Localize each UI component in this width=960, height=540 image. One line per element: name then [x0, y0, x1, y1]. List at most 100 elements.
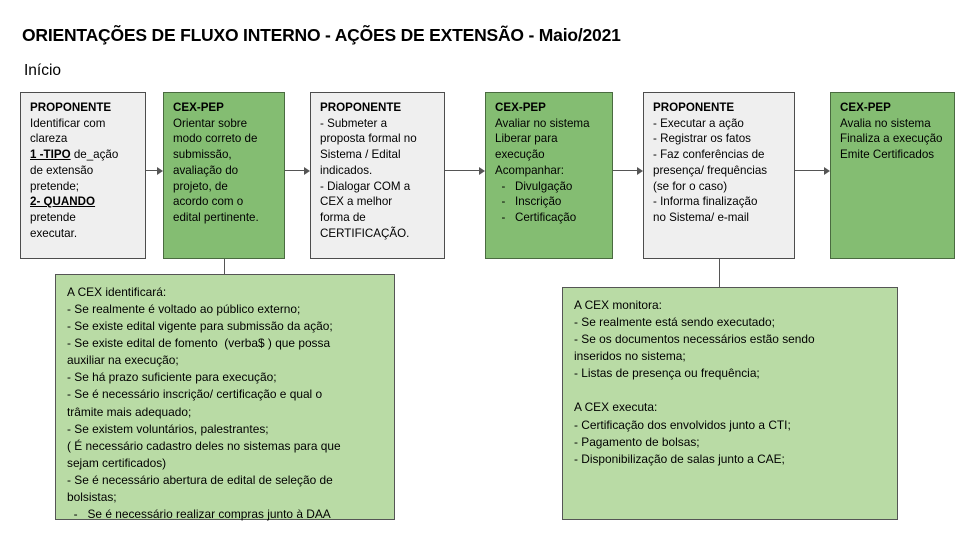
node-header: CEX-PEP: [495, 101, 546, 114]
text-line: Emite Certificados: [840, 148, 935, 162]
text-line: de extensão: [30, 163, 94, 177]
text-line: Identificar com: [30, 116, 106, 130]
node-header: PROPONENTE: [320, 101, 402, 114]
node-proponente-1[interactable]: PROPONENTE Identificar com clareza 1 -TIPO…: [20, 92, 146, 259]
text-line: no Sistema/ e-mail: [653, 210, 750, 224]
text-line: pretende;: [30, 179, 79, 193]
page-title: ORIENTAÇÕES DE FLUXO INTERNO - AÇÕES DE …: [22, 25, 621, 45]
text-line: edital pertinente.: [173, 210, 259, 224]
text-line: - Informa finalização: [653, 195, 758, 209]
text-line: Avalia no sistema: [840, 116, 931, 130]
text-line: - Divulgação: [495, 179, 573, 193]
connector-5-to-6: [795, 170, 824, 171]
text-line: bolsistas;: [67, 489, 117, 504]
text-line: - Submeter a: [320, 116, 388, 130]
text-line: pretende: [30, 210, 76, 224]
note-body: A CEX monitora: - Se realmente está sendo…: [574, 297, 887, 468]
text-line: A CEX identificará:: [67, 285, 167, 299]
text-line: 1 -TIPO de_ação: [30, 148, 119, 162]
text-line: - Se os documentos necessários estão sen…: [574, 332, 815, 347]
text-line: - Listas de presença ou frequência;: [574, 366, 760, 381]
text-line: execução: [495, 148, 545, 162]
arrowhead-4-to-5: [637, 167, 643, 175]
arrowhead-5-to-6: [824, 167, 830, 175]
node-body: - Executar a ação - Registrar os fatos - F…: [653, 116, 786, 226]
text-line: - Se existe edital vigente para submissã…: [67, 319, 333, 334]
node-header: PROPONENTE: [653, 101, 735, 114]
text-line: proposta formal no: [320, 132, 417, 146]
text-line: - Se é necessário realizar compras junto…: [67, 507, 331, 522]
text-line: - Executar a ação: [653, 116, 744, 130]
connector-cexpep1-to-note1: [224, 259, 225, 274]
note-cex-monitora[interactable]: A CEX monitora: - Se realmente está sendo…: [562, 287, 898, 520]
text-line: [574, 382, 887, 399]
text-line: Acompanhar:: [495, 163, 564, 177]
text-line: - Se realmente é voltado ao público exte…: [67, 302, 301, 317]
text-line: - Dialogar COM a: [320, 179, 411, 193]
text-line: Sistema / Edital: [320, 148, 401, 162]
text-line: - Faz conferências de: [653, 148, 765, 162]
text-line: CERTIFICAÇÃO.: [320, 226, 410, 240]
arrowhead-3-to-4: [479, 167, 485, 175]
arrowhead-1-to-2: [157, 167, 163, 175]
text-line: acordo com o: [173, 195, 244, 209]
node-header: CEX-PEP: [840, 101, 891, 114]
text-line: inseridos no sistema;: [574, 349, 686, 364]
node-header: PROPONENTE: [30, 101, 112, 114]
text-line: CEX a melhor: [320, 195, 393, 209]
text-line: A CEX executa:: [574, 400, 658, 415]
connector-proponente3-to-note2: [719, 259, 720, 287]
text-line: forma de: [320, 210, 366, 224]
text-line: Liberar para: [495, 132, 558, 146]
node-proponente-2[interactable]: PROPONENTE - Submeter a proposta formal n…: [310, 92, 445, 259]
text-line: - Se realmente está sendo executado;: [574, 315, 775, 330]
text-line: indicados.: [320, 163, 373, 177]
text-line: modo correto de: [173, 132, 258, 146]
text-line: projeto, de: [173, 179, 228, 193]
node-body: - Submeter a proposta formal no Sistema / …: [320, 116, 436, 242]
text-line: - Certificação: [495, 210, 577, 224]
node-cexpep-1[interactable]: CEX-PEP Orientar sobre modo correto de sub…: [163, 92, 285, 259]
start-label: Início: [24, 62, 62, 79]
text-line: - Se é necessário inscrição/ certificaçã…: [67, 387, 323, 402]
connector-1-to-2: [146, 170, 157, 171]
text-line: - Pagamento de bolsas;: [574, 434, 700, 449]
text-line: ( É necessário cadastro deles no sistema…: [67, 438, 341, 453]
text-line: clareza: [30, 132, 68, 146]
text-line: submissão,: [173, 148, 232, 162]
text-line: Avaliar no sistema: [495, 116, 590, 130]
node-header: CEX-PEP: [173, 101, 224, 114]
node-proponente-3[interactable]: PROPONENTE - Executar a ação - Registrar …: [643, 92, 795, 259]
text-line: sejam certificados): [67, 455, 167, 470]
text-line: Orientar sobre: [173, 116, 248, 130]
text-line: avaliação do: [173, 163, 239, 177]
text-line: - Se há prazo suficiente para execução;: [67, 370, 277, 385]
text-line: A CEX monitora:: [574, 298, 662, 312]
text-line: auxiliar na execução;: [67, 353, 179, 368]
note-cex-identificara[interactable]: A CEX identificará: - Se realmente é volt…: [55, 274, 395, 523]
connector-4-to-5: [613, 170, 637, 171]
text-line: - Registrar os fatos: [653, 132, 751, 146]
text-line: - Inscrição: [495, 195, 562, 209]
note-body: A CEX identificará: - Se realmente é volt…: [67, 284, 384, 523]
connector-3-to-4: [445, 170, 479, 171]
text-line: - Se é necessário abertura de edital de …: [67, 472, 333, 487]
connector-2-to-3: [285, 170, 304, 171]
text-line: - Se existe edital de fomento (verba$ ) …: [67, 336, 331, 351]
text-line: - Se existem voluntários, palestrantes;: [67, 421, 269, 436]
text-line: 2- QUANDO: [30, 195, 96, 209]
text-line: - Disponibilização de salas junto a CAE;: [574, 451, 785, 466]
text-line: presença/ frequências: [653, 163, 768, 177]
text-line: - Certificação dos envolvidos junto a CT…: [574, 417, 791, 432]
text-line: trâmite mais adequado;: [67, 404, 192, 419]
text-line: executar.: [30, 226, 78, 240]
text-line: Finaliza a execução: [840, 132, 943, 146]
text-line: (se for o caso): [653, 179, 728, 193]
